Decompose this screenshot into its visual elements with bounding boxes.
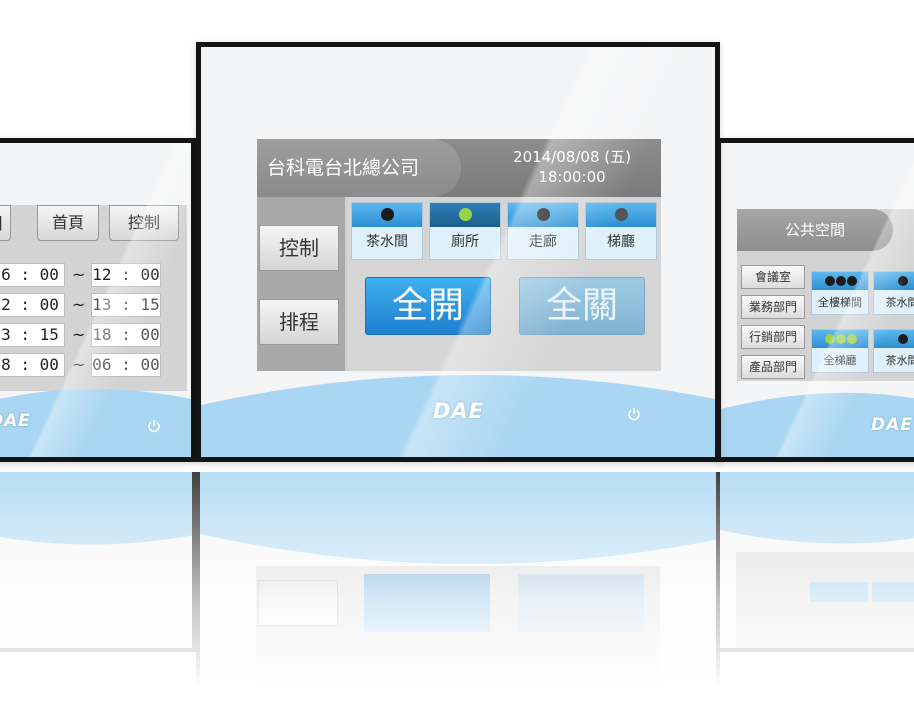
time-separator: ~ bbox=[72, 355, 86, 374]
light-tile[interactable]: 茶水間 bbox=[873, 329, 914, 373]
indicator-dot bbox=[898, 334, 908, 344]
tile-label: 廁所 bbox=[451, 234, 479, 250]
tile-status-bar bbox=[874, 330, 914, 348]
time-start-2[interactable]: 2 : 00 bbox=[0, 293, 65, 317]
time-end-1[interactable]: 12 : 00 bbox=[91, 263, 161, 287]
light-tile-tea-room[interactable]: 茶水間 bbox=[351, 202, 423, 260]
tile-status-bar bbox=[352, 203, 422, 227]
indicator-dot bbox=[825, 334, 835, 344]
light-tile[interactable]: 全梯廳 bbox=[811, 329, 869, 373]
tile-label: 全梯廳 bbox=[823, 354, 857, 367]
indicator-dot bbox=[825, 276, 835, 286]
tile-label: 梯廳 bbox=[607, 234, 635, 250]
time-end-3[interactable]: 18 : 00 bbox=[91, 323, 161, 347]
tile-label: 走廊 bbox=[529, 234, 557, 250]
header-public-space: 公共空間 bbox=[737, 209, 893, 251]
indicator-dot bbox=[615, 208, 628, 221]
light-tile-elevator-hall[interactable]: 梯廳 bbox=[585, 202, 657, 260]
light-tile[interactable]: 全樓梯間 bbox=[811, 271, 869, 315]
wave-decoration bbox=[721, 392, 914, 457]
sidebar-item-marketing[interactable]: 行銷部門 bbox=[741, 325, 805, 349]
wave-decoration bbox=[201, 375, 715, 457]
center-screen: 台科電台北總公司 2014/08/08 (五) 18:00:00 控制 排程 茶… bbox=[257, 139, 661, 371]
right-screen: 公共空間 會議室 業務部門 行銷部門 產品部門 全樓梯間 茶水間 全梯 bbox=[737, 209, 914, 381]
time-text: 18:00:00 bbox=[538, 168, 606, 186]
tile-status-bar bbox=[586, 203, 656, 227]
tile-status-bar bbox=[812, 272, 868, 290]
time-end-4[interactable]: 06 : 00 bbox=[91, 353, 161, 377]
all-off-button[interactable]: 全關 bbox=[519, 277, 645, 335]
tile-label: 茶水間 bbox=[885, 296, 914, 309]
time-start-1[interactable]: 6 : 00 bbox=[0, 263, 65, 287]
tab-home[interactable]: 首頁 bbox=[37, 205, 99, 241]
tile-status-bar bbox=[812, 330, 868, 348]
datetime-display: 2014/08/08 (五) 18:00:00 bbox=[507, 147, 637, 187]
light-tile-corridor[interactable]: 走廊 bbox=[507, 202, 579, 260]
time-end-2[interactable]: 13 : 15 bbox=[91, 293, 161, 317]
page-title: 台科電台北總公司 bbox=[257, 139, 461, 197]
indicator-dot bbox=[381, 208, 394, 221]
sidebar-item-product[interactable]: 產品部門 bbox=[741, 355, 805, 379]
left-screen: ] 首頁 控制 6 : 00 ~ 12 : 00 2 : 00 ~ 13 : 1… bbox=[0, 205, 187, 391]
power-icon[interactable] bbox=[147, 419, 161, 433]
tile-label: 茶水間 bbox=[885, 354, 914, 367]
wave-decoration bbox=[0, 388, 191, 457]
indicator-dot bbox=[836, 334, 846, 344]
control-panel: 茶水間 廁所 走廊 梯廳 全開 全關 bbox=[347, 197, 661, 371]
dae-logo: DAE bbox=[871, 415, 913, 435]
sidebar-item-meeting-room[interactable]: 會議室 bbox=[741, 265, 805, 289]
light-tile-restroom[interactable]: 廁所 bbox=[429, 202, 501, 260]
power-icon[interactable] bbox=[627, 407, 641, 421]
sidebar-item-control[interactable]: 控制 bbox=[259, 225, 339, 271]
indicator-dot bbox=[898, 276, 908, 286]
time-separator: ~ bbox=[72, 295, 86, 314]
tile-label: 茶水間 bbox=[366, 234, 408, 250]
time-start-4[interactable]: 8 : 00 bbox=[0, 353, 65, 377]
indicator-dot bbox=[836, 276, 846, 286]
left-device-panel: ] 首頁 控制 6 : 00 ~ 12 : 00 2 : 00 ~ 13 : 1… bbox=[0, 138, 196, 462]
date-text: 2014/08/08 (五) bbox=[513, 148, 631, 166]
time-separator: ~ bbox=[72, 325, 86, 344]
indicator-dot bbox=[537, 208, 550, 221]
floor-reflection bbox=[0, 468, 914, 715]
tile-status-bar bbox=[430, 203, 500, 227]
light-tile[interactable]: 茶水間 bbox=[873, 271, 914, 315]
tab-partial[interactable]: ] bbox=[0, 205, 11, 241]
tab-home-label: 首頁 bbox=[51, 213, 84, 232]
tile-status-bar bbox=[874, 272, 914, 290]
dae-logo: DAE bbox=[433, 399, 485, 423]
tab-partial-label: ] bbox=[0, 213, 3, 232]
tab-control-label: 控制 bbox=[127, 213, 160, 232]
tile-status-bar bbox=[508, 203, 578, 227]
dae-logo: DAE bbox=[0, 411, 31, 431]
sidebar-item-sales[interactable]: 業務部門 bbox=[741, 295, 805, 319]
time-start-3[interactable]: 3 : 15 bbox=[0, 323, 65, 347]
time-separator: ~ bbox=[72, 265, 86, 284]
all-on-button[interactable]: 全開 bbox=[365, 277, 491, 335]
indicator-dot bbox=[847, 334, 857, 344]
right-device-panel: 公共空間 會議室 業務部門 行銷部門 產品部門 全樓梯間 茶水間 全梯 bbox=[716, 138, 914, 462]
center-device-panel: 台科電台北總公司 2014/08/08 (五) 18:00:00 控制 排程 茶… bbox=[196, 42, 720, 462]
indicator-dot bbox=[847, 276, 857, 286]
indicator-dot bbox=[459, 208, 472, 221]
tab-control[interactable]: 控制 bbox=[109, 205, 179, 241]
sidebar-item-schedule[interactable]: 排程 bbox=[259, 299, 339, 345]
tile-label: 全樓梯間 bbox=[818, 296, 862, 309]
reflection-fade bbox=[0, 468, 914, 715]
sidebar: 控制 排程 bbox=[257, 197, 345, 371]
